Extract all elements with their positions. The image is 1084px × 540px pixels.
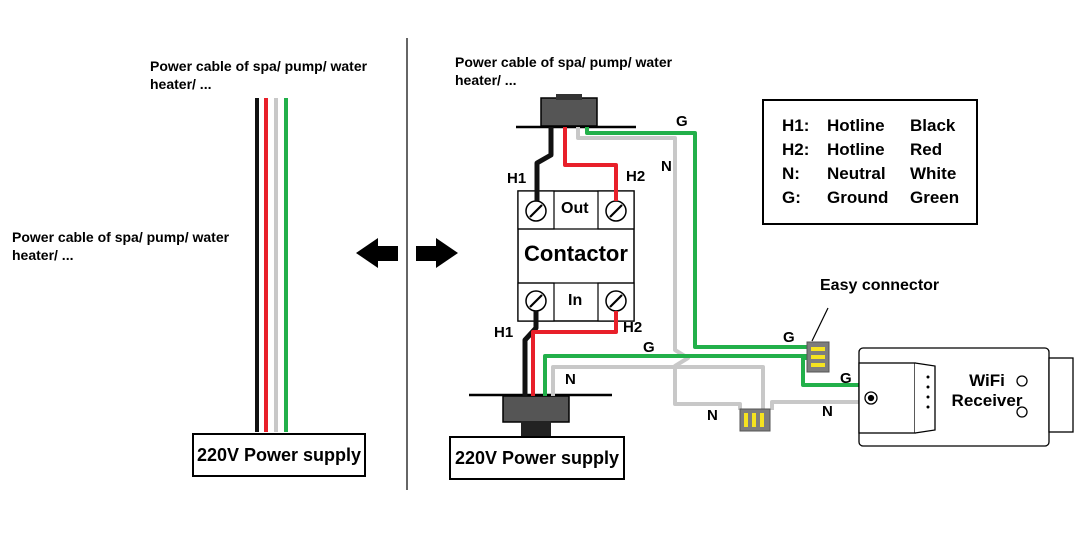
legend-color: Black [910, 116, 956, 135]
wire-label-g-receiver: G [840, 370, 852, 387]
legend-key: H2: [782, 140, 810, 159]
wifi-receiver [858, 347, 1074, 447]
left-cable-side-label: Power cable of spa/ pump/ water heater/ … [12, 229, 229, 264]
wire-label-g-bottom: G [643, 339, 655, 356]
contactor-out-label: Out [561, 200, 589, 217]
legend-color: Green [910, 188, 960, 207]
left-cable-top-label-line2: heater/ ... [150, 75, 212, 92]
wire-label-g-top: G [676, 113, 688, 130]
legend-type: Ground [827, 188, 889, 207]
right-cable-top-label-line2: heater/ ... [455, 71, 517, 88]
wire-label-n-receiver: N [822, 403, 833, 420]
wifi-receiver-label-line2: Receiver [951, 391, 1023, 411]
arrow-right-icon [416, 238, 458, 268]
legend-type: Neutral [827, 164, 886, 183]
legend-type: Hotline [827, 116, 885, 135]
wire-label-g-connector: G [783, 329, 795, 346]
wire-label-n-bottom: N [565, 371, 576, 388]
contactor-in-label: In [568, 292, 583, 309]
wire-label-h1-bottom: H1 [494, 324, 514, 341]
hotline-black-wires [522, 127, 554, 396]
wifi-receiver-label-line1: WiFi [969, 371, 1005, 390]
left-power-supply-box: 220V Power supply [192, 433, 366, 477]
bottom-plug [469, 393, 612, 437]
wire-label-h2-bottom: H2 [623, 319, 643, 336]
right-power-supply-box: 220V Power supply [449, 436, 625, 480]
left-cable-top-label: Power cable of spa/ pump/ water heater/ … [150, 58, 367, 93]
hotline-red-wires [531, 127, 618, 396]
left-cable-side-label-line1: Power cable of spa/ pump/ water [12, 229, 230, 245]
legend-key: H1: [782, 116, 810, 135]
legend-type: Hotline [827, 140, 885, 159]
legend-key: G: [782, 188, 801, 207]
easy-connector-top [806, 307, 830, 373]
legend-color: Red [910, 140, 943, 159]
legend-color: White [910, 164, 957, 183]
wire-color-legend: H1: Hotline Black H2: Hotline Red N: Neu… [762, 99, 978, 225]
left-cable-side-label-line2: heater/ ... [12, 246, 74, 263]
wifi-receiver-label: WiFi Receiver [937, 371, 1037, 412]
right-cable-top-label-line1: Power cable of spa/ pump/ water [455, 54, 673, 70]
wire-label-h1-top: H1 [507, 170, 527, 187]
right-cable-top-label: Power cable of spa/ pump/ water heater/ … [455, 54, 672, 89]
easy-connector-bottom [739, 408, 771, 432]
left-cable [255, 98, 288, 432]
arrow-left-icon [356, 238, 398, 268]
contactor-title: Contactor [524, 241, 628, 266]
top-plug [516, 94, 636, 129]
wire-label-h2-top: H2 [626, 168, 646, 185]
wire-label-n-top: N [661, 158, 672, 175]
legend-key: N: [782, 164, 800, 183]
wire-label-n-lower: N [707, 407, 718, 424]
left-cable-top-label-line1: Power cable of spa/ pump/ water [150, 58, 368, 74]
easy-connector-label: Easy connector [820, 277, 940, 294]
